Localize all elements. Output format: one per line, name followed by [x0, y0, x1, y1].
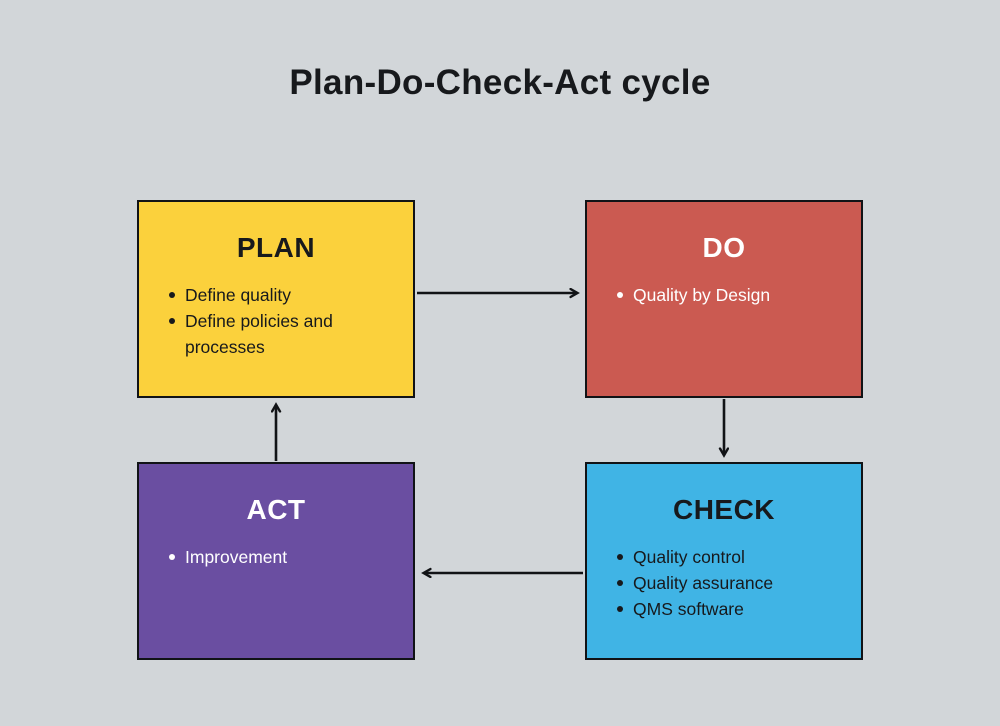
plan-bullet-list: Define quality Define policies and proce… [139, 282, 403, 360]
bullet-dot-icon [617, 554, 623, 560]
list-item-label: Quality control [633, 547, 745, 567]
list-item-label: QMS software [633, 599, 744, 619]
diagram-title: Plan-Do-Check-Act cycle [289, 63, 711, 102]
list-item: Improvement [169, 544, 403, 570]
list-item-label: Define quality [185, 285, 292, 305]
act-bullet-list: Improvement [139, 544, 403, 570]
bullet-dot-icon [169, 554, 175, 560]
do-box-title: DO [702, 232, 746, 263]
check-box-title: CHECK [672, 494, 776, 525]
list-item-label: Quality by Design [633, 285, 771, 305]
bullet-dot-icon [617, 606, 623, 612]
list-item: Quality control [617, 544, 851, 570]
do-box: DO Quality by Design [585, 200, 863, 398]
do-bullet-list: Quality by Design [587, 282, 851, 308]
list-item-label: Define policies and processes [185, 311, 333, 357]
bullet-dot-icon [617, 292, 623, 298]
list-item-label: Improvement [185, 547, 288, 567]
list-item: Quality assurance [617, 570, 851, 596]
bullet-dot-icon [169, 318, 175, 324]
list-item-label: Quality assurance [633, 573, 774, 593]
list-item: Define quality [169, 282, 403, 308]
plan-box-title: PLAN [236, 232, 316, 263]
bullet-dot-icon [617, 580, 623, 586]
list-item: Quality by Design [617, 282, 851, 308]
act-box-title: ACT [246, 494, 306, 525]
check-bullet-list: Quality control Quality assurance QMS so… [587, 544, 851, 622]
bullet-dot-icon [169, 292, 175, 298]
check-box: CHECK Quality control Quality assurance … [585, 462, 863, 660]
list-item: QMS software [617, 596, 851, 622]
plan-box: PLAN Define quality Define policies and … [137, 200, 415, 398]
list-item: Define policies and processes [169, 308, 403, 360]
act-box: ACT Improvement [137, 462, 415, 660]
